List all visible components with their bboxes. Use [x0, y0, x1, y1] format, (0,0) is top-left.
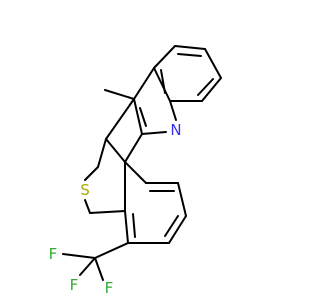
bond	[124, 210, 129, 244]
methyl-bond	[104, 89, 135, 100]
bond	[105, 98, 135, 140]
bond	[133, 98, 143, 135]
trifluoromethyl-group	[62, 242, 129, 281]
bond	[97, 138, 107, 168]
bond	[153, 45, 176, 69]
bond	[204, 48, 222, 79]
bond	[94, 242, 129, 259]
bond	[124, 161, 147, 184]
double-bond-inner	[160, 69, 166, 94]
pyridine-ring	[105, 67, 177, 163]
double-bond-inner	[132, 213, 136, 238]
bond	[177, 182, 187, 217]
fluorine-atom-label: F	[105, 279, 114, 297]
bond	[124, 133, 143, 163]
bond	[62, 253, 96, 259]
double-bond-inner	[177, 53, 202, 57]
bond	[84, 199, 91, 214]
bond	[141, 131, 167, 135]
bond	[94, 257, 104, 281]
bond	[201, 77, 222, 102]
double-bond-inner	[139, 107, 147, 127]
bond	[89, 210, 126, 214]
lower-benzene-ring	[124, 161, 187, 244]
fluorine-atom-label: F	[49, 245, 58, 263]
canvas-background	[0, 0, 300, 300]
nitrogen-atom-label: N	[170, 121, 181, 139]
bond	[79, 257, 96, 276]
fluorine-atom-label: F	[70, 276, 79, 294]
double-bond-inner	[164, 215, 179, 237]
bond	[168, 215, 187, 244]
molecule-structure-diagram: N S F F F	[0, 0, 300, 300]
sulfur-atom-label: S	[80, 181, 90, 199]
benzo-ring	[153, 45, 222, 102]
double-bond-inner	[197, 78, 214, 96]
bond	[174, 45, 206, 50]
thiopyran-ring	[84, 138, 126, 214]
bond	[105, 138, 126, 163]
bond	[84, 166, 99, 181]
bond	[169, 100, 177, 121]
bond	[153, 67, 171, 102]
bond	[133, 67, 155, 100]
